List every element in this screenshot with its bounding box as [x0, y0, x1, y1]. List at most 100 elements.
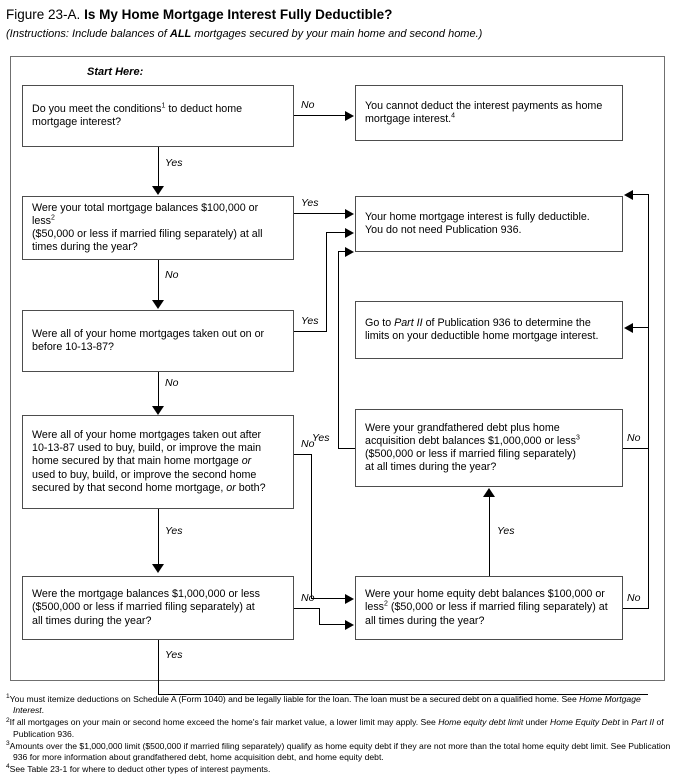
footnote-3: 3Amounts over the $1,000,000 limit ($500… — [6, 739, 674, 763]
q7-line2a: less — [365, 601, 385, 614]
footnote-marker-1: 1 — [6, 693, 10, 701]
footnotes-block: 1You must itemize deductions on Schedule… — [6, 693, 674, 776]
q2-line2: ($50,000 or less if married filing separ… — [32, 228, 263, 240]
footnote-2-seg-1: Home equity debt limit — [438, 717, 524, 728]
node-go-to-part-ii[interactable]: Go to Part II of Publication 936 to dete… — [355, 301, 623, 359]
edge-label-q6-no: No — [301, 592, 315, 604]
node-q6-text: Were the mortgage balances $1,000,000 or… — [23, 588, 293, 628]
q7-line2b: ($50,000 or less if married filing separ… — [387, 601, 608, 614]
footnote-1: 1You must itemize deductions on Schedule… — [6, 693, 674, 716]
footnote-marker-4: 4 — [6, 763, 10, 771]
figure-title-text: Is My Home Mortgage Interest Fully Deduc… — [84, 7, 393, 22]
node-q2-total-balances[interactable]: Were your total mortgage balances $100,0… — [22, 196, 294, 260]
q5-line2: acquisition debt balances $1,000,000 or … — [365, 434, 576, 447]
edge-q3-yes-arrow — [345, 228, 354, 238]
node-q2-text: Were your total mortgage balances $100,0… — [23, 202, 293, 255]
edge-right-rail-h — [633, 194, 649, 195]
edge-q2-no-line — [158, 260, 159, 301]
edge-label-q2-no: No — [165, 269, 179, 281]
edge-q3-yes-h1 — [294, 331, 327, 332]
edge-q7-no-v — [648, 449, 649, 609]
edge-q4-no-h2 — [311, 598, 346, 599]
edge-q6-no-arrow — [345, 620, 354, 630]
footnote-4-seg-0: See Table 23-1 for where to deduct other… — [9, 764, 271, 775]
edge-q5-yes-h2 — [338, 251, 346, 252]
partii-line2: limits on your deductible home mortgage … — [365, 330, 599, 342]
q7-line3: all times during the year? — [365, 614, 485, 627]
edge-q3-no-line — [158, 372, 159, 407]
footnote-2-seg-4: in — [619, 717, 632, 728]
instructions-part-1: (Instructions: Include balances of — [6, 28, 170, 40]
edge-right-rail-v — [648, 194, 649, 328]
edge-q5-no-arrow — [624, 323, 633, 333]
q3-line1: Were all of your home mortgages taken ou… — [32, 327, 265, 340]
node-q7-home-equity-debt[interactable]: Were your home equity debt balances $100… — [355, 576, 623, 640]
edge-q7-yes-arrow — [483, 488, 495, 497]
edge-q2-yes-arrow — [345, 209, 354, 219]
q4-em-2: or — [226, 481, 236, 494]
edge-q4-no-h1 — [294, 454, 312, 455]
node-q1-conditions[interactable]: Do you meet the conditions1 to deduct ho… — [22, 85, 294, 147]
start-here-label: Start Here: — [87, 66, 144, 78]
footnote-marker-3: 3 — [6, 739, 10, 747]
q4-line5: secured by that second home mortgage, — [32, 481, 227, 494]
flowchart-frame: Start Here: Do you meet the conditions1 … — [10, 56, 665, 695]
edge-label-q7-yes: Yes — [497, 525, 515, 537]
footnote-2-seg-5: Part II — [631, 717, 655, 728]
footnote-2: 2If all mortgages on your main or second… — [6, 717, 674, 739]
footnote-ref-2a: 2 — [51, 214, 55, 222]
edge-q5-yes-v — [338, 251, 339, 449]
node-q4-text: Were all of your home mortgages taken ou… — [23, 429, 293, 495]
q6-line3: all times during the year? — [32, 614, 152, 627]
edge-label-q5-no: No — [627, 432, 641, 444]
footnote-2-seg-0: If all mortgages on your main or second … — [9, 717, 439, 728]
edge-q1-yes-arrow — [152, 186, 164, 195]
instructions-part-2: mortgages secured by your main home and … — [191, 28, 483, 40]
edge-label-q4-yes: Yes — [165, 525, 183, 537]
footnote-4: 4See Table 23-1 for where to deduct othe… — [6, 764, 674, 775]
footnote-1-seg-0: You must itemize deductions on Schedule … — [9, 694, 580, 704]
node-q6-mortgage-balances[interactable]: Were the mortgage balances $1,000,000 or… — [22, 576, 294, 640]
q4-line3: home secured by that main home mortgage — [32, 455, 242, 468]
edge-label-q7-no: No — [627, 592, 641, 604]
q4-line4: used to buy, build, or improve the secon… — [32, 468, 257, 481]
q2-line3: times during the year? — [32, 241, 138, 254]
node-q4-buy-build-improve[interactable]: Were all of your home mortgages taken ou… — [22, 415, 294, 509]
fully-line1: Your home mortgage interest is fully ded… — [365, 210, 590, 223]
edge-label-q1-no: No — [301, 99, 315, 111]
q5-line3: ($500,000 or less if married filing sepa… — [365, 448, 576, 460]
edge-q6-no-h1 — [294, 608, 320, 609]
footnote-2-seg-6: of Publication 936. — [13, 717, 664, 739]
node-cannot-deduct[interactable]: You cannot deduct the interest payments … — [355, 85, 623, 141]
footnote-2-seg-2: under — [523, 717, 550, 728]
q4-line1: Were all of your home mortgages taken ou… — [32, 428, 262, 441]
edge-q6-no-h2 — [319, 624, 346, 625]
q7-line1: Were your home equity debt balances $100… — [365, 588, 605, 601]
node-q5-grandfathered-debt[interactable]: Were your grandfathered debt plus home a… — [355, 409, 623, 487]
edge-label-q1-yes: Yes — [165, 157, 183, 169]
edge-label-q3-yes: Yes — [301, 315, 319, 327]
cannot-line2: mortgage interest. — [365, 113, 452, 125]
q6-line1: Were the mortgage balances $1,000,000 or… — [32, 588, 260, 601]
footnote-ref-2b: 2 — [384, 600, 388, 608]
q4-line2: 10-13-87 used to buy, build, or improve … — [32, 442, 262, 455]
edge-right-rail-arrow — [624, 190, 633, 200]
footnote-3-seg-0: Amounts over the $1,000,000 limit ($500,… — [9, 740, 671, 763]
edge-q5-no-v — [648, 327, 649, 449]
node-q7-text: Were your home equity debt balances $100… — [356, 588, 622, 628]
node-fully-deductible-text: Your home mortgage interest is fully ded… — [356, 211, 622, 237]
q5-line1: Were your grandfathered debt plus home — [365, 421, 560, 434]
node-part-ii-text: Go to Part II of Publication 936 to dete… — [356, 317, 622, 343]
edge-q3-yes-v — [326, 232, 327, 332]
edge-q6-no-v — [319, 608, 320, 625]
q4-line5b: both? — [235, 481, 266, 494]
edge-label-q5-yes: Yes — [312, 432, 330, 444]
edge-q4-yes-line — [158, 509, 159, 565]
footnote-ref-1: 1 — [161, 102, 166, 110]
edge-label-q2-yes: Yes — [301, 197, 319, 209]
edge-q1-no-arrow — [345, 111, 354, 121]
edge-q1-yes-line — [158, 147, 159, 187]
node-q3-before-1987[interactable]: Were all of your home mortgages taken ou… — [22, 310, 294, 372]
footnote-marker-2: 2 — [6, 716, 10, 724]
node-fully-deductible[interactable]: Your home mortgage interest is fully ded… — [355, 196, 623, 252]
